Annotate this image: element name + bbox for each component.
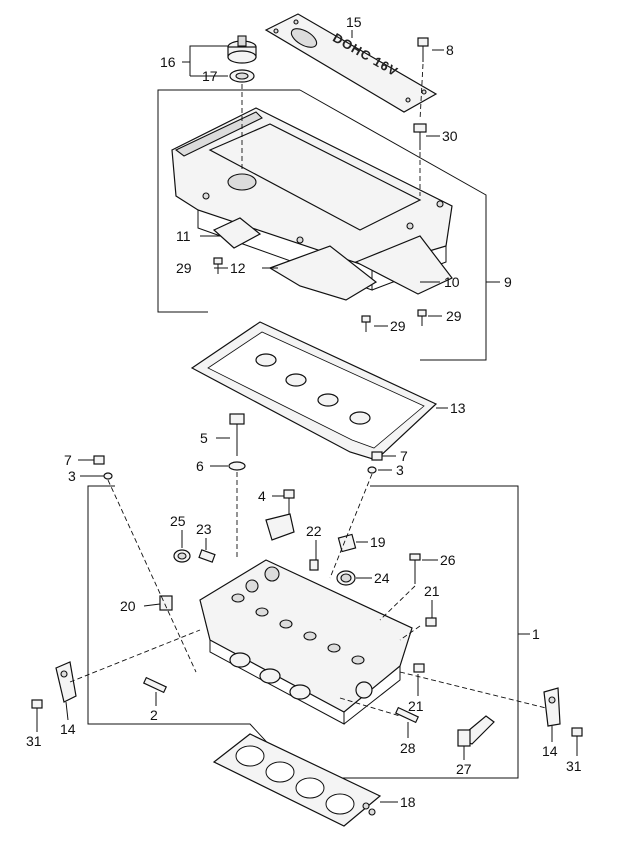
nut-7-left [93, 455, 105, 465]
label-part-18: 18 [400, 794, 416, 810]
label-part-21-lower: 21 [408, 698, 424, 714]
cap-seal [229, 69, 255, 83]
cover-inner-gasket [268, 245, 378, 301]
nut-7-right [371, 451, 383, 461]
label-part-21-upper: 21 [424, 583, 440, 599]
label-part-12: 12 [230, 260, 246, 276]
bolt-4 [283, 489, 295, 514]
label-part-28: 28 [400, 740, 416, 756]
label-part-26: 26 [440, 552, 456, 568]
label-part-15: 15 [346, 14, 362, 30]
rocker-cover-gasket [190, 321, 438, 461]
bracket-4 [265, 513, 295, 541]
label-part-6: 6 [196, 458, 204, 474]
label-part-31-right: 31 [566, 758, 582, 774]
plug-21-lower [413, 663, 425, 673]
label-part-22: 22 [306, 523, 322, 539]
label-part-13: 13 [450, 400, 466, 416]
sleeve-23 [198, 549, 216, 563]
hook-14-right [543, 687, 561, 727]
dowel-3-right [367, 466, 377, 474]
plug-21-upper [425, 617, 437, 627]
label-part-27: 27 [456, 761, 472, 777]
pin-2 [142, 676, 168, 694]
seal-25 [173, 549, 191, 563]
bolt-8 [417, 37, 429, 62]
bolt-29-middle [361, 315, 371, 332]
baffle-plate [212, 217, 262, 249]
bolt-29-left [213, 257, 223, 274]
bolt-30 [413, 123, 427, 150]
sensor-22 [309, 559, 319, 571]
dowel-3-left [103, 472, 113, 480]
label-part-16: 16 [160, 54, 176, 70]
pipe-27 [457, 715, 495, 747]
label-part-10: 10 [444, 274, 460, 290]
cover-assembly-frame [157, 89, 300, 313]
tappet-19 [337, 533, 357, 553]
label-part-24: 24 [374, 570, 390, 586]
seal-24 [336, 570, 356, 586]
label-part-25: 25 [170, 513, 186, 529]
bolt-26 [409, 553, 421, 584]
label-part-9: 9 [504, 274, 512, 290]
oil-filler-cap [227, 35, 257, 64]
pin-28 [394, 706, 420, 724]
cylinder-head [199, 559, 413, 725]
label-part-19: 19 [370, 534, 386, 550]
head-gasket [212, 733, 382, 827]
label-part-8: 8 [446, 42, 454, 58]
label-part-1: 1 [532, 626, 540, 642]
label-part-14-right: 14 [542, 743, 558, 759]
label-part-29-middle: 29 [390, 318, 406, 334]
bolt-31-right [571, 727, 583, 737]
label-part-5: 5 [200, 430, 208, 446]
label-part-4: 4 [258, 488, 266, 504]
bolt-29-right [417, 309, 427, 326]
label-part-30: 30 [442, 128, 458, 144]
bolt-31-left [31, 699, 43, 720]
label-part-29-left: 29 [176, 260, 192, 276]
label-part-14-left: 14 [60, 721, 76, 737]
label-part-11: 11 [176, 228, 191, 244]
label-part-7-left: 7 [64, 452, 72, 468]
label-part-2: 2 [150, 707, 158, 723]
label-part-17: 17 [202, 68, 218, 84]
label-part-20: 20 [120, 598, 136, 614]
head-bolt-5 [229, 413, 245, 456]
label-part-29-right: 29 [446, 308, 462, 324]
label-part-3-right: 3 [396, 462, 404, 478]
washer-6 [228, 461, 246, 471]
cover-assembly-frame-right [299, 89, 487, 361]
label-part-7-right: 7 [400, 448, 408, 464]
label-part-3-left: 3 [68, 468, 76, 484]
cover-side-gasket [354, 235, 453, 295]
hook-14-left [55, 661, 77, 703]
label-part-31-left: 31 [26, 733, 42, 749]
label-part-23: 23 [196, 521, 212, 537]
